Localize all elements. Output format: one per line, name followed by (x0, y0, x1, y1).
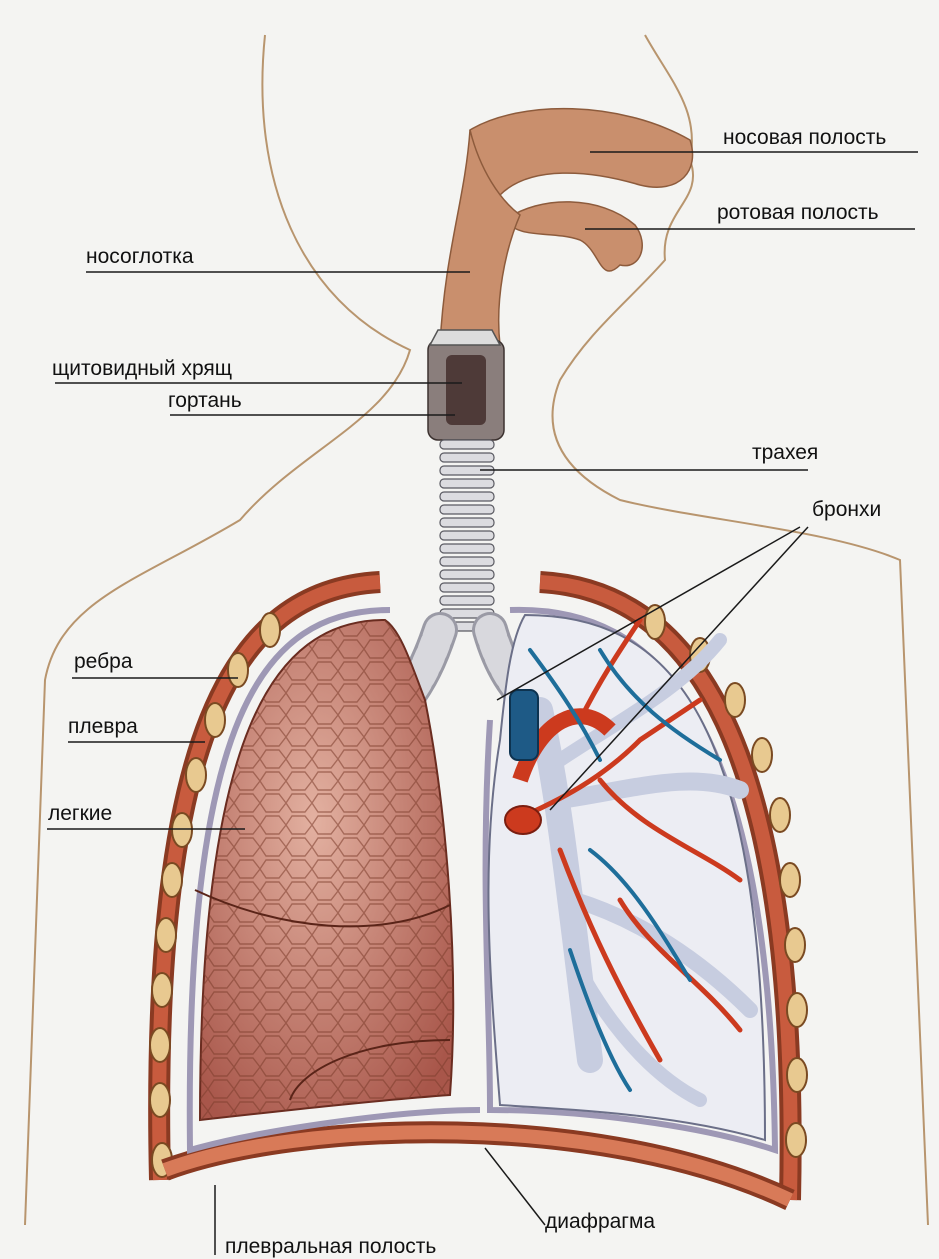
trachea-ring (440, 596, 494, 605)
trachea-shape (440, 440, 494, 631)
label-trachea: трахея (752, 442, 818, 463)
oral-cavity-shape (505, 202, 642, 271)
trachea-ring (440, 583, 494, 592)
rib-cross-section (787, 993, 807, 1027)
label-lungs: легкие (48, 803, 112, 824)
rib-cross-section (162, 863, 182, 897)
trachea-ring (440, 453, 494, 462)
trachea-ring (440, 557, 494, 566)
vena-cava (510, 690, 538, 760)
diaphragm-shape (165, 1132, 790, 1200)
upper-airway (440, 109, 693, 345)
label-nasopharynx: носоглотка (86, 246, 194, 267)
trachea-ring (440, 570, 494, 579)
rib-cross-section (152, 973, 172, 1007)
rib-cross-section (228, 653, 248, 687)
trachea-ring (440, 544, 494, 553)
rib-cross-section (260, 613, 280, 647)
trachea-ring (440, 531, 494, 540)
rib-cross-section (156, 918, 176, 952)
rib-cross-section (172, 813, 192, 847)
label-diaphragm: диафрагма (545, 1211, 655, 1232)
trachea-ring (440, 492, 494, 501)
label-oral-cavity: ротовая полость (717, 202, 879, 223)
right-lung-shape (488, 615, 765, 1140)
rib-cross-section (785, 928, 805, 962)
left-lung-shape (195, 620, 453, 1120)
rib-cross-section (150, 1028, 170, 1062)
larynx-shape (428, 330, 504, 440)
label-nasal-cavity: носовая полость (723, 127, 886, 148)
rib-cross-section (150, 1083, 170, 1117)
rib-cross-section (205, 703, 225, 737)
rib-cross-section (725, 683, 745, 717)
rib-cross-section (186, 758, 206, 792)
rib-cross-section (770, 798, 790, 832)
rib-cross-section (787, 1058, 807, 1092)
trachea-ring (440, 479, 494, 488)
rib-cross-section (752, 738, 772, 772)
label-ribs: ребра (74, 651, 133, 672)
label-larynx: гортань (168, 390, 242, 411)
rib-cross-section (786, 1123, 806, 1157)
label-pleura: плевра (68, 716, 138, 737)
trachea-ring (440, 518, 494, 527)
trachea-ring (440, 505, 494, 514)
pulmonary-artery-stub (505, 806, 541, 834)
label-bronchi: бронхи (812, 499, 881, 520)
rib-cross-section (780, 863, 800, 897)
label-pleural-cavity: плевральная полость (225, 1236, 436, 1257)
trachea-ring (440, 440, 494, 449)
label-thyroid-cartilage: щитовидный хрящ (52, 358, 232, 379)
